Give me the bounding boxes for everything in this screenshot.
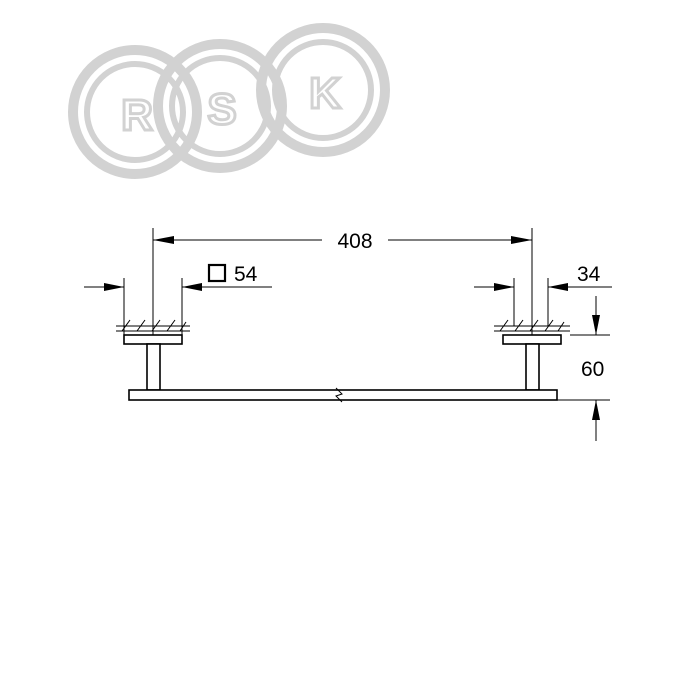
- length-arrow-left: [153, 236, 174, 244]
- length-value: 408: [337, 230, 372, 253]
- projection-arrow-top: [592, 315, 600, 335]
- rsk-logo: R S K: [68, 23, 390, 179]
- section-dimension: 54: [84, 263, 272, 335]
- section-value: 54: [234, 263, 258, 286]
- square-icon: [207, 263, 227, 283]
- logo-ring-r: [68, 45, 202, 179]
- left-post: [146, 343, 161, 391]
- section-arrow-right: [182, 283, 202, 291]
- length-dimension: 408: [152, 228, 533, 335]
- bar: [128, 389, 558, 401]
- depth-arrow-right: [548, 283, 568, 291]
- section-arrow-left: [104, 283, 124, 291]
- left-wall-plate: [123, 334, 183, 345]
- projection-value: 60: [581, 358, 604, 381]
- logo-letter-s: S: [207, 85, 236, 134]
- depth-dimension: 34: [474, 263, 612, 326]
- towel-bar: [123, 334, 562, 403]
- right-wall-plate: [502, 334, 562, 345]
- length-arrow-right: [511, 236, 532, 244]
- projection-dimension: 60: [557, 296, 610, 441]
- left-wall-hatch: [116, 319, 190, 332]
- logo-letter-k: K: [309, 69, 341, 118]
- bar-break-mark: [335, 387, 343, 403]
- projection-arrow-bottom: [592, 400, 600, 420]
- logo-letter-r: R: [121, 91, 153, 140]
- logo-ring-k: [256, 23, 390, 157]
- depth-value: 34: [577, 263, 601, 286]
- depth-arrow-left: [494, 283, 514, 291]
- right-post: [525, 343, 540, 391]
